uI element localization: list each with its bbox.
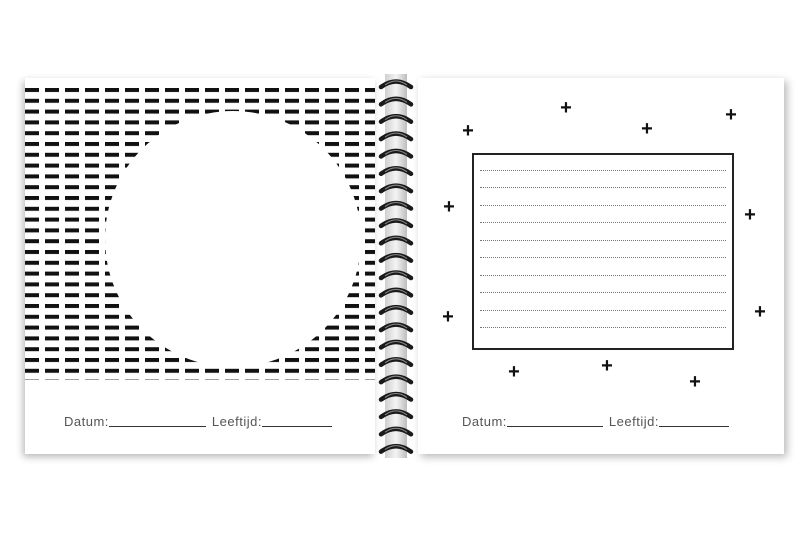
age-label: Leeftijd: <box>211 414 262 429</box>
photo-circle-placeholder <box>105 111 361 367</box>
spiral-ring-highlight <box>384 80 408 86</box>
spiral-ring-highlight <box>384 132 408 138</box>
spiral-ring-highlight <box>384 115 408 121</box>
date-label: Datum: <box>462 414 507 429</box>
note-line <box>480 292 726 294</box>
age-field-line[interactable] <box>658 426 729 427</box>
spiral-ring-highlight <box>384 358 408 364</box>
plus-icon: + <box>442 306 454 328</box>
date-field-line[interactable] <box>506 426 603 427</box>
plus-icon: + <box>744 204 756 226</box>
notes-box[interactable] <box>472 153 734 350</box>
spiral-ring-highlight <box>384 445 408 451</box>
note-line <box>480 204 726 206</box>
spiral-ring-highlight <box>384 167 408 173</box>
note-line <box>480 257 726 259</box>
note-line <box>480 169 726 171</box>
spiral-ring-highlight <box>384 271 408 277</box>
note-line <box>480 274 726 276</box>
spiral-ring-highlight <box>384 184 408 190</box>
left-page-footer: Datum: Leeftijd: <box>25 411 375 429</box>
plus-icon: + <box>601 355 613 377</box>
plus-icon: + <box>641 118 653 140</box>
spiral-ring-highlight <box>384 340 408 346</box>
spiral-ring-highlight <box>384 323 408 329</box>
spiral-ring-highlight <box>384 375 408 381</box>
plus-icon: + <box>462 120 474 142</box>
plus-icon: + <box>725 104 737 126</box>
plus-icon: + <box>508 361 520 383</box>
age-label: Leeftijd: <box>608 414 659 429</box>
note-line <box>480 239 726 241</box>
spiral-binding-icon <box>378 74 414 458</box>
plus-icon: + <box>689 371 701 393</box>
spiral-ring-highlight <box>384 254 408 260</box>
spiral-ring-highlight <box>384 202 408 207</box>
spiral-ring-highlight <box>384 236 408 242</box>
right-page-footer: Datum: Leeftijd: <box>418 411 784 429</box>
spiral-ring-highlight <box>384 288 408 294</box>
note-line <box>480 187 726 189</box>
age-field-line[interactable] <box>261 426 332 427</box>
spiral-ring-highlight <box>384 149 408 155</box>
spiral-ring-highlight <box>384 306 408 312</box>
left-page: Datum: Leeftijd: <box>25 78 375 454</box>
spiral-ring-highlight <box>384 97 408 103</box>
spiral-ring-highlight <box>384 219 408 225</box>
spiral-ring-highlight <box>384 393 408 398</box>
spiral-ring-highlight <box>384 410 408 416</box>
plus-icon: + <box>560 97 572 119</box>
date-label: Datum: <box>64 414 109 429</box>
note-line <box>480 327 726 329</box>
spiral-ring-highlight <box>384 427 408 433</box>
note-line <box>480 309 726 311</box>
plus-icon: + <box>754 301 766 323</box>
note-line <box>480 222 726 224</box>
right-page: + + + + + + + + + + + Datum: Leeftijd: <box>418 78 784 454</box>
plus-icon: + <box>443 196 455 218</box>
date-field-line[interactable] <box>108 426 206 427</box>
